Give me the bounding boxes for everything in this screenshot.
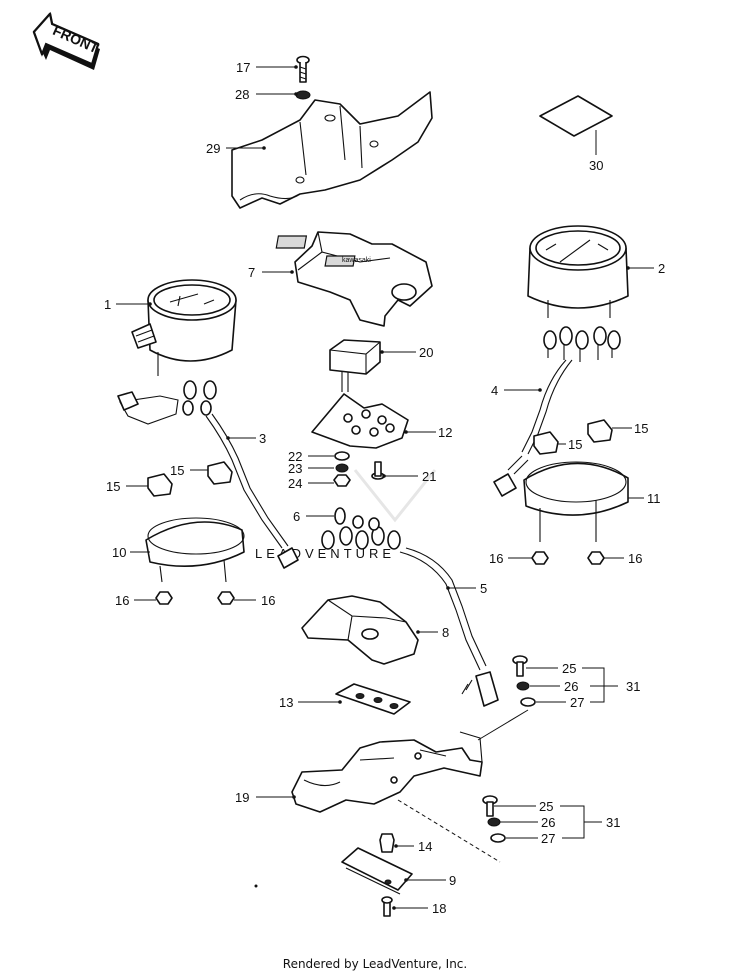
callout-16-b: 16 [261, 593, 275, 608]
indicator-lamp-part-20 [329, 339, 381, 392]
clip-part-15-b [207, 461, 233, 485]
callout-25-b: 25 [539, 799, 553, 814]
screw-part-17 [296, 55, 310, 83]
nut-part-24 [333, 474, 351, 487]
clip-part-15-d [587, 419, 613, 443]
bulb-cluster [321, 515, 401, 550]
callout-16-d: 16 [628, 551, 642, 566]
meter-case-lower-part-8 [301, 595, 419, 665]
tachometer-part-2 [527, 225, 629, 318]
callout-3: 3 [259, 431, 266, 446]
washer-part-28 [295, 90, 311, 100]
callout-23: 23 [288, 461, 302, 476]
callout-13: 13 [279, 695, 293, 710]
grommet-part-14 [379, 833, 395, 853]
callout-10: 10 [112, 545, 126, 560]
nut-part-16-c [531, 551, 549, 565]
callout-9: 9 [449, 873, 456, 888]
callout-30: 30 [589, 158, 603, 173]
meter-cover-part-29 [231, 91, 433, 209]
callout-27-b: 27 [541, 831, 555, 846]
svg-text:kawasaki: kawasaki [342, 257, 371, 264]
washer-part-27-b [490, 833, 506, 843]
speedometer-part-1 [131, 279, 237, 376]
callout-16-c: 16 [489, 551, 503, 566]
callout-26-b: 26 [541, 815, 555, 830]
meter-ring-part-11 [523, 461, 629, 542]
clip-part-15-a [147, 473, 173, 497]
meter-ring-part-10 [145, 517, 245, 583]
callout-12: 12 [438, 425, 452, 440]
callout-15-a: 15 [106, 479, 120, 494]
callout-31-a: 31 [626, 679, 640, 694]
callout-15-b: 15 [170, 463, 184, 478]
screw-part-21 [371, 461, 385, 480]
callout-6: 6 [293, 509, 300, 524]
wiring-harness-part-3 [117, 380, 299, 569]
callout-5: 5 [480, 581, 487, 596]
bolt-part-25-b [482, 795, 498, 817]
washer-part-26-a [516, 681, 530, 691]
wiring-harness-part-4 [493, 359, 573, 497]
nut-part-16-d [587, 551, 605, 565]
callout-22: 22 [288, 449, 302, 464]
callout-16-a: 16 [115, 593, 129, 608]
callout-18: 18 [432, 901, 446, 916]
callout-25-a: 25 [562, 661, 576, 676]
front-arrow-icon: FRONT [32, 11, 101, 70]
callout-4: 4 [491, 383, 498, 398]
callout-27-a: 27 [570, 695, 584, 710]
callout-8: 8 [442, 625, 449, 640]
leader-to-bolt [477, 709, 529, 741]
callout-29: 29 [206, 141, 220, 156]
bolt-part-25-a [512, 655, 528, 677]
tachometer-bulbs [543, 326, 621, 362]
nut-part-16-b [217, 591, 235, 605]
rubber-plate-part-13 [335, 683, 411, 715]
washer-part-23 [335, 463, 349, 473]
clip-part-15-c [533, 431, 559, 455]
callout-15-d: 15 [634, 421, 648, 436]
callout-15-c: 15 [568, 437, 582, 452]
meter-bracket-part-19 [291, 731, 483, 813]
screw-part-18 [381, 896, 393, 917]
callout-19: 19 [235, 790, 249, 805]
footer-credit: Rendered by LeadVenture, Inc. [282, 957, 468, 971]
meter-case-upper-part-7: kawasaki [275, 231, 433, 327]
dashed-leader-bracket [397, 799, 501, 863]
bulb-part-6 [334, 507, 346, 525]
washer-part-26-b [487, 817, 501, 827]
callout-2: 2 [658, 261, 665, 276]
callout-17: 17 [236, 60, 250, 75]
wiring-harness-part-5 [399, 547, 499, 707]
label-sheet-part-30 [539, 95, 613, 137]
callout-21: 21 [422, 469, 436, 484]
callout-31-b: 31 [606, 815, 620, 830]
bracket-plate-part-9 [341, 847, 413, 895]
nut-part-16-a [155, 591, 173, 605]
callout-7: 7 [248, 265, 255, 280]
callout-14: 14 [418, 839, 432, 854]
callout-20: 20 [419, 345, 433, 360]
washer-part-22 [334, 451, 350, 461]
leader-lines [116, 65, 654, 910]
callout-26-a: 26 [564, 679, 578, 694]
callout-28: 28 [235, 87, 249, 102]
callout-1: 1 [104, 297, 111, 312]
callout-labels: 1 2 3 4 5 6 7 8 9 10 11 12 13 14 15 15 1… [104, 60, 665, 916]
callout-24: 24 [288, 476, 302, 491]
washer-part-27-a [520, 697, 536, 707]
callout-11: 11 [647, 491, 661, 506]
lamp-base-part-12 [311, 393, 409, 449]
